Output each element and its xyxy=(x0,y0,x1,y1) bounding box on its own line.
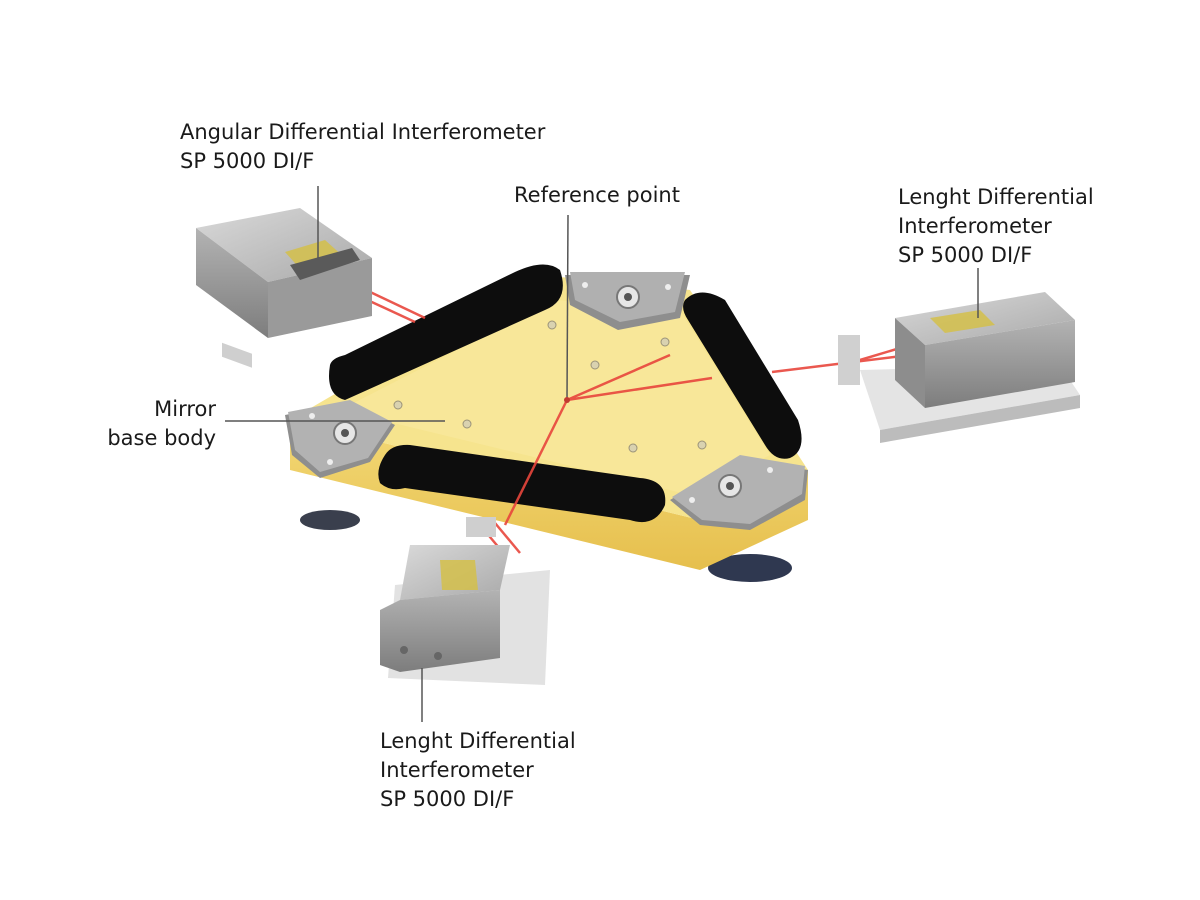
base-foot xyxy=(708,554,792,582)
label-line: Interferometer xyxy=(898,214,1052,238)
label-line: Reference point xyxy=(514,183,680,207)
right-retroreflector xyxy=(838,335,860,385)
leader-reference xyxy=(566,214,569,401)
label-line: Angular Differential Interferometer xyxy=(180,120,546,144)
label-line: Mirror xyxy=(154,397,216,421)
label-line: SP 5000 DI/F xyxy=(898,243,1033,267)
corner-clamp-right xyxy=(670,455,808,530)
mirror-bar-left xyxy=(329,264,563,400)
label-line: Lenght Differential xyxy=(898,185,1094,209)
label-line: Lenght Differential xyxy=(380,729,576,753)
label-line: SP 5000 DI/F xyxy=(180,149,315,173)
length-interferometer-bottom-device xyxy=(380,517,550,685)
angular-interferometer-device xyxy=(196,208,372,368)
label-reference-point: Reference point xyxy=(514,181,680,210)
label-length-interferometer-right: Lenght Differential Interferometer SP 50… xyxy=(898,183,1094,270)
leader-lines xyxy=(225,186,979,722)
base-foot xyxy=(300,510,360,530)
label-line: Interferometer xyxy=(380,758,534,782)
label-angular-interferometer: Angular Differential Interferometer SP 5… xyxy=(180,118,545,176)
label-length-interferometer-bottom: Lenght Differential Interferometer SP 50… xyxy=(380,727,576,814)
corner-clamp-top xyxy=(565,272,690,330)
base-screw-holes xyxy=(393,320,707,453)
base-top-highlight xyxy=(340,300,770,495)
reference-point-marker xyxy=(564,397,570,403)
mirror-bar-right xyxy=(683,292,802,459)
label-mirror-base-body: Mirror base body xyxy=(80,395,216,453)
label-line: SP 5000 DI/F xyxy=(380,787,515,811)
length-interferometer-right-device xyxy=(838,292,1080,443)
bottom-retroreflector xyxy=(466,517,496,537)
label-line: base body xyxy=(107,426,216,450)
